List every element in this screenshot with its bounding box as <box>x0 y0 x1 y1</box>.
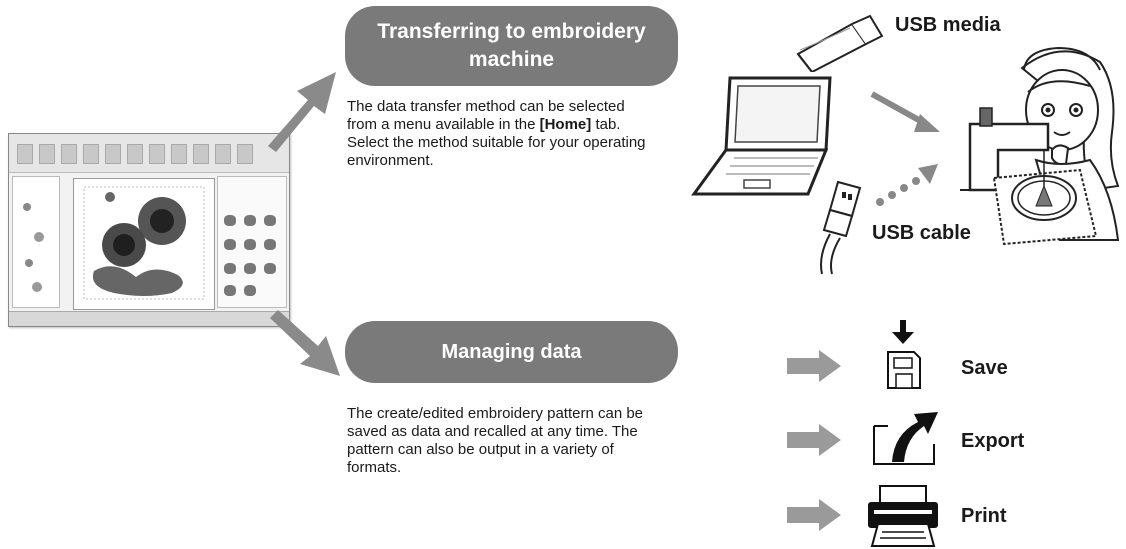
usb-cable-label: USB cable <box>872 222 971 244</box>
managing-title: Managing data <box>441 340 582 363</box>
usb-media-label: USB media <box>895 14 1001 36</box>
arrow-right-icon <box>787 350 841 382</box>
home-tab-reference: [Home] <box>539 116 592 133</box>
transfer-arrow-solid-icon <box>870 91 940 132</box>
usb-cable-icon <box>820 180 862 275</box>
ribbon-toolbar <box>9 134 289 173</box>
arrow-down-right-icon <box>270 310 340 376</box>
status-bar <box>9 311 289 326</box>
transfer-desc-part2: tab. Select the method suitable for your… <box>347 116 646 169</box>
transfer-description: The data transfer method can be selected… <box>347 98 647 170</box>
pattern-library-pane <box>217 176 287 308</box>
arrow-right-icon <box>787 424 841 456</box>
transfer-heading: Transferring to embroidery machine <box>345 6 678 86</box>
preview-pane <box>12 176 60 308</box>
arrow-right-icon <box>787 499 841 531</box>
software-screenshot <box>8 133 290 327</box>
export-icon <box>873 412 938 465</box>
managing-description: The create/edited embroidery pattern can… <box>347 405 644 476</box>
floppy-save-icon <box>887 320 921 389</box>
laptop-icon <box>691 76 832 196</box>
arrow-up-right-icon <box>268 72 336 152</box>
sewing-machine-illustration <box>960 46 1120 246</box>
transfer-arrow-dotted-icon <box>876 164 938 206</box>
design-canvas <box>73 178 215 310</box>
transfer-title: Transferring to embroidery machine <box>377 20 646 71</box>
print-label: Print <box>961 505 1007 527</box>
save-label: Save <box>961 357 1008 379</box>
transfer-desc-part1: The data transfer method can be selected… <box>347 98 625 133</box>
printer-icon <box>868 485 938 547</box>
usb-stick-icon <box>796 14 884 72</box>
export-label: Export <box>961 430 1025 452</box>
managing-heading: Managing data <box>345 321 678 383</box>
